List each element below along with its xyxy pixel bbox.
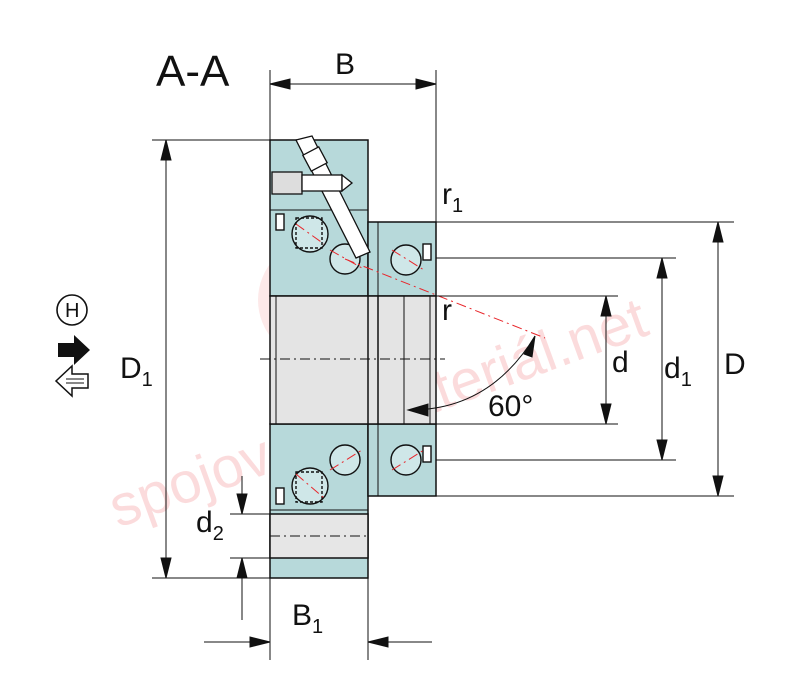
label-d2: d2 bbox=[196, 506, 224, 545]
label-d: d bbox=[612, 346, 629, 379]
label-D: D bbox=[724, 348, 746, 381]
label-D1: D1 bbox=[120, 352, 153, 391]
dimension-labels: B B1 D1 D d1 d d2 r r1 60° bbox=[120, 48, 746, 638]
ball-lower-axial-outer bbox=[291, 467, 329, 505]
hollow-arrow-icon bbox=[54, 364, 89, 398]
label-angle: 60° bbox=[488, 390, 533, 423]
ball-lower-radial bbox=[390, 444, 422, 476]
ball-lower-axial-inner bbox=[329, 444, 361, 476]
ball-upper-axial-outer bbox=[291, 215, 329, 253]
label-d1: d1 bbox=[664, 352, 692, 391]
label-B: B bbox=[335, 48, 355, 81]
lubrication-channel bbox=[271, 135, 371, 259]
h-circle-icon: H bbox=[56, 294, 88, 326]
side-symbols: H bbox=[54, 294, 90, 398]
label-r: r bbox=[442, 294, 452, 327]
solid-arrow-icon bbox=[58, 335, 90, 365]
section-title: A-A bbox=[156, 47, 230, 96]
label-r1: r1 bbox=[442, 178, 463, 217]
centerlines bbox=[260, 223, 546, 537]
ball-upper-radial bbox=[390, 244, 422, 276]
dimension-lines bbox=[152, 70, 734, 660]
label-B1: B1 bbox=[292, 599, 323, 638]
inner-ring bbox=[269, 295, 437, 425]
svg-text:H: H bbox=[65, 300, 79, 322]
